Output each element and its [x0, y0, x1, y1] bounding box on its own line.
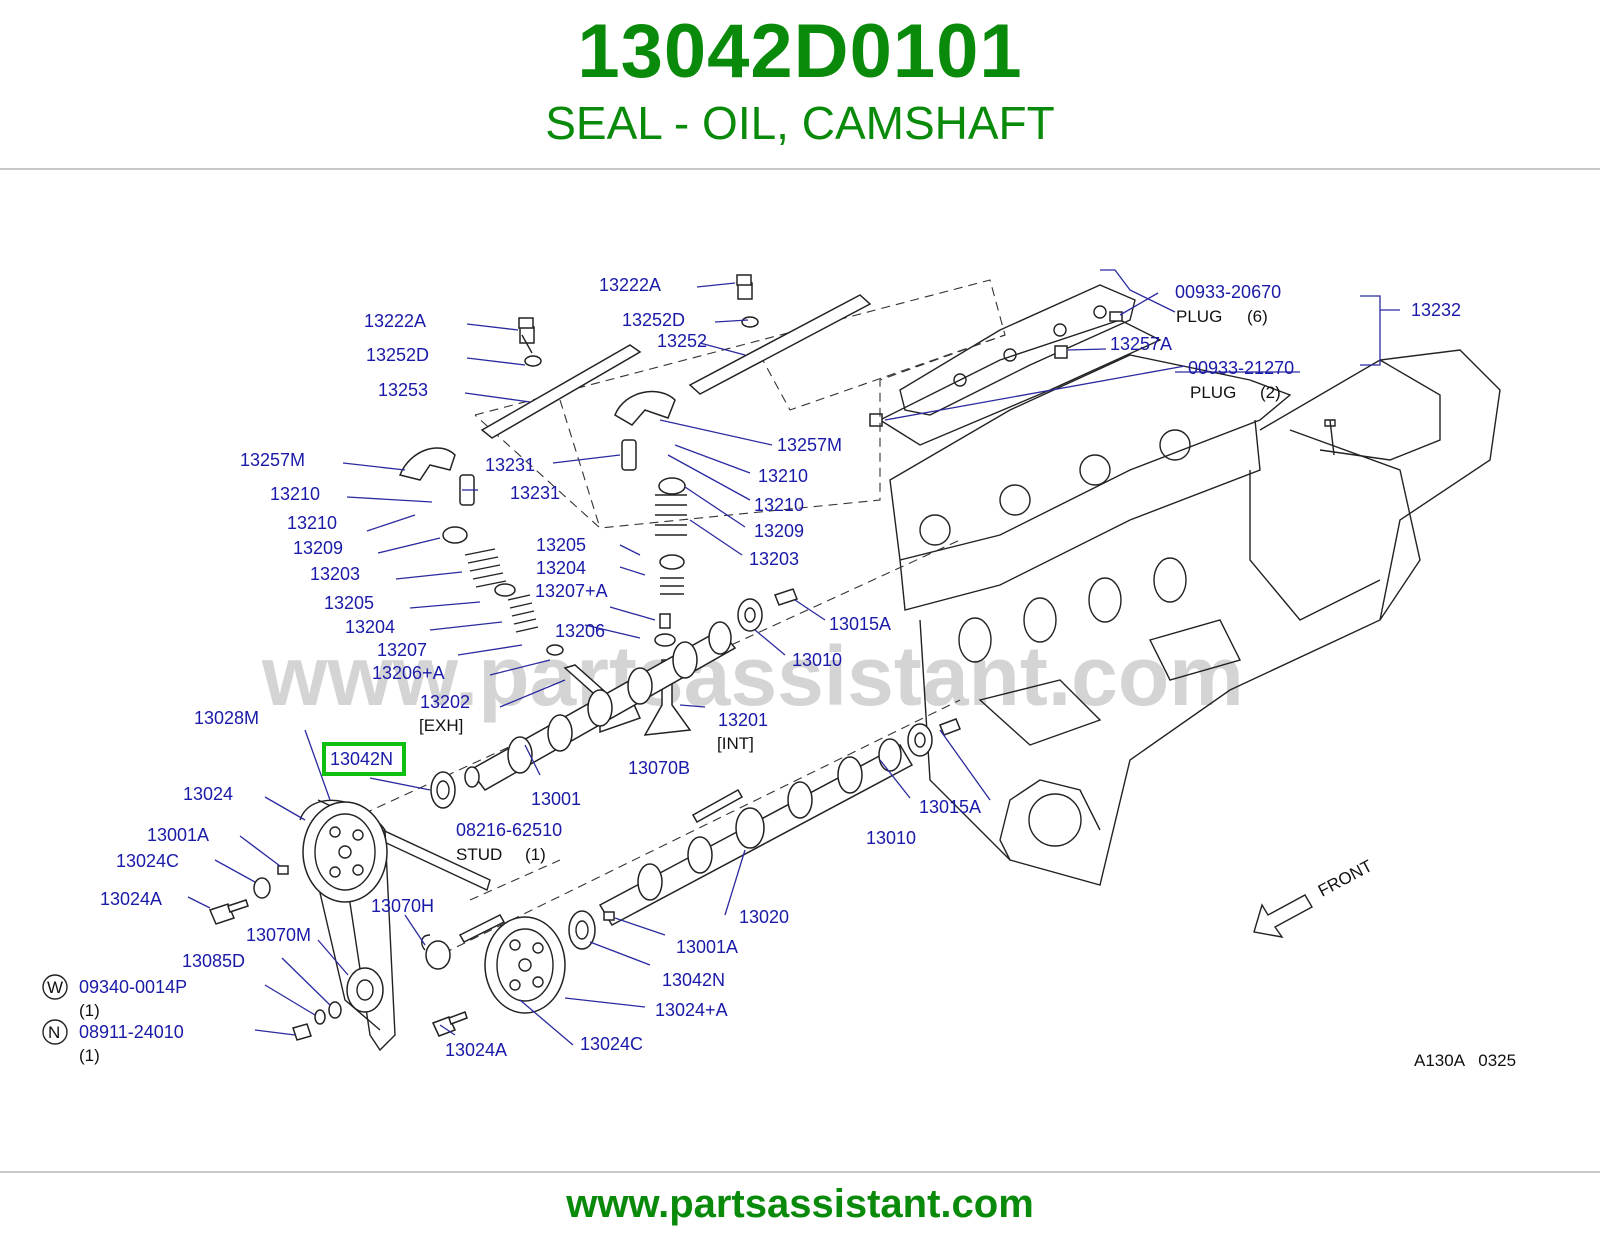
camshaft-oil-seal-intake — [568, 910, 596, 950]
callout-13205-left: 13205 — [324, 593, 374, 613]
callout-09340-qty: (1) — [79, 1001, 100, 1020]
callout-13222A-right: 13222A — [599, 275, 661, 295]
callout-13201-note: [INT] — [717, 734, 754, 753]
callout-labels: 13222A 13252D 13253 13257M 13210 13210 1… — [42, 275, 1516, 1070]
callout-13028M: 13028M — [194, 708, 259, 728]
callout-13206-right: 13206 — [555, 621, 605, 641]
plug-qty-lower: (2) — [1260, 383, 1281, 402]
highlight-box-13042N — [322, 742, 406, 776]
callout-13020: 13020 — [739, 907, 789, 927]
callout-13070B: 13070B — [628, 758, 690, 778]
callout-13010-upper: 13010 — [792, 650, 842, 670]
callout-13042N-highlighted: 13042N — [330, 749, 393, 769]
header-divider — [0, 168, 1600, 170]
valve-spring-exhaust — [442, 526, 564, 656]
callout-13210-left-2: 13210 — [287, 513, 337, 533]
callout-13209-left: 13209 — [293, 538, 343, 558]
callout-00933-20670: 00933-20670 — [1175, 282, 1281, 302]
valve-cover-assembly-drawing — [869, 284, 1162, 446]
exhaust-camshaft — [468, 621, 737, 791]
callout-08216-62510: 08216-62510 — [456, 820, 562, 840]
callout-13203-left: 13203 — [310, 564, 360, 584]
callout-13024C-lower: 13024C — [580, 1034, 643, 1054]
callout-08216-note: STUD — [456, 845, 502, 864]
front-direction-arrow: FRONT — [1253, 856, 1376, 938]
callout-13210-left-1: 13210 — [270, 484, 320, 504]
callout-13210-right-2: 13210 — [754, 495, 804, 515]
callout-13231-left: 13231 — [485, 455, 535, 475]
callout-13231-right: 13231 — [510, 483, 560, 503]
callout-13252D-right: 13252D — [622, 310, 685, 330]
callout-13210-right-1: 13210 — [758, 466, 808, 486]
watermark-text: www.partsassistant.com — [261, 629, 1244, 723]
intake-camshaft — [598, 738, 914, 926]
callout-13085D: 13085D — [182, 951, 245, 971]
callout-13015A-lower: 13015A — [919, 797, 981, 817]
callout-13070M: 13070M — [246, 925, 311, 945]
callout-13024: 13024 — [183, 784, 233, 804]
callout-09340-0014P: 09340-0014P — [79, 977, 187, 997]
callout-13202: 13202 — [420, 692, 470, 712]
callout-13202-note: [EXH] — [419, 716, 463, 735]
part-number-title: 13042D0101 — [577, 9, 1023, 94]
callout-13257A: 13257A — [1110, 334, 1172, 354]
callout-13010-lower: 13010 — [866, 828, 916, 848]
callout-13204-right: 13204 — [536, 558, 586, 578]
callout-13232: 13232 — [1411, 300, 1461, 320]
camshaft-oil-seal-exhaust — [430, 771, 456, 809]
callout-13204-left: 13204 — [345, 617, 395, 637]
callout-13222A-left: 13222A — [364, 311, 426, 331]
callout-13042N-right: 13042N — [662, 970, 725, 990]
callout-13001A-right: 13001A — [676, 937, 738, 957]
figure-code: A130A 0325 — [1414, 1051, 1516, 1070]
footer-divider — [0, 1171, 1600, 1173]
callout-13257M-right: 13257M — [777, 435, 842, 455]
front-label: FRONT — [1315, 856, 1376, 900]
callout-13257M-left: 13257M — [240, 450, 305, 470]
intake-cam-sprocket — [484, 916, 566, 1014]
part-name-subtitle: SEAL - OIL, CAMSHAFT — [545, 97, 1055, 149]
callout-13252: 13252 — [657, 331, 707, 351]
plug-qty-upper: (6) — [1247, 307, 1268, 326]
plug-label-upper: PLUG — [1176, 307, 1222, 326]
callout-13203-right: 13203 — [749, 549, 799, 569]
footer-website-link[interactable]: www.partsassistant.com — [566, 1182, 1034, 1226]
callout-13201: 13201 — [718, 710, 768, 730]
callout-13015A-upper: 13015A — [829, 614, 891, 634]
intake-rocker-shaft — [688, 282, 872, 395]
engine-block-drawing — [889, 349, 1501, 886]
callout-leader-lines — [187, 269, 1400, 1046]
washer-symbol: W — [47, 978, 63, 997]
exhaust-rocker-shaft — [480, 326, 642, 439]
plug-label-lower: PLUG — [1190, 383, 1236, 402]
exhaust-cam-sprocket — [302, 801, 388, 903]
callout-13207A: 13207+A — [535, 581, 608, 601]
callout-13205-right: 13205 — [536, 535, 586, 555]
nut-symbol: N — [48, 1023, 60, 1042]
rocker-arm-intake — [614, 390, 676, 426]
callout-13253: 13253 — [378, 380, 428, 400]
cylinder-head-outline — [474, 279, 1006, 529]
callout-13252D-left: 13252D — [366, 345, 429, 365]
callout-08216-qty: (1) — [525, 845, 546, 864]
callout-13024A-plus: 13024+A — [655, 1000, 728, 1020]
callout-08911-qty: (1) — [79, 1046, 100, 1065]
callout-13070H: 13070H — [371, 896, 434, 916]
valve-spring-intake — [654, 477, 687, 647]
callout-13024A-lower: 13024A — [445, 1040, 507, 1060]
callout-08911-24010: 08911-24010 — [79, 1022, 184, 1042]
page-header: 13042D0101 SEAL - OIL, CAMSHAFT — [0, 0, 1600, 168]
callout-13206A-left: 13206+A — [372, 663, 445, 683]
callout-13001A-left: 13001A — [147, 825, 209, 845]
callout-13001: 13001 — [531, 789, 581, 809]
callout-13207: 13207 — [377, 640, 427, 660]
callout-13024C-left: 13024C — [116, 851, 179, 871]
callout-13024A-left: 13024A — [100, 889, 162, 909]
callout-00933-21270: 00933-21270 — [1188, 358, 1294, 378]
rocker-arm-exhaust — [398, 447, 456, 481]
belt-tensioner-pulley — [346, 967, 384, 1013]
exploded-parts-diagram: www.partsassistant.com — [42, 269, 1516, 1070]
callout-13209-right: 13209 — [754, 521, 804, 541]
